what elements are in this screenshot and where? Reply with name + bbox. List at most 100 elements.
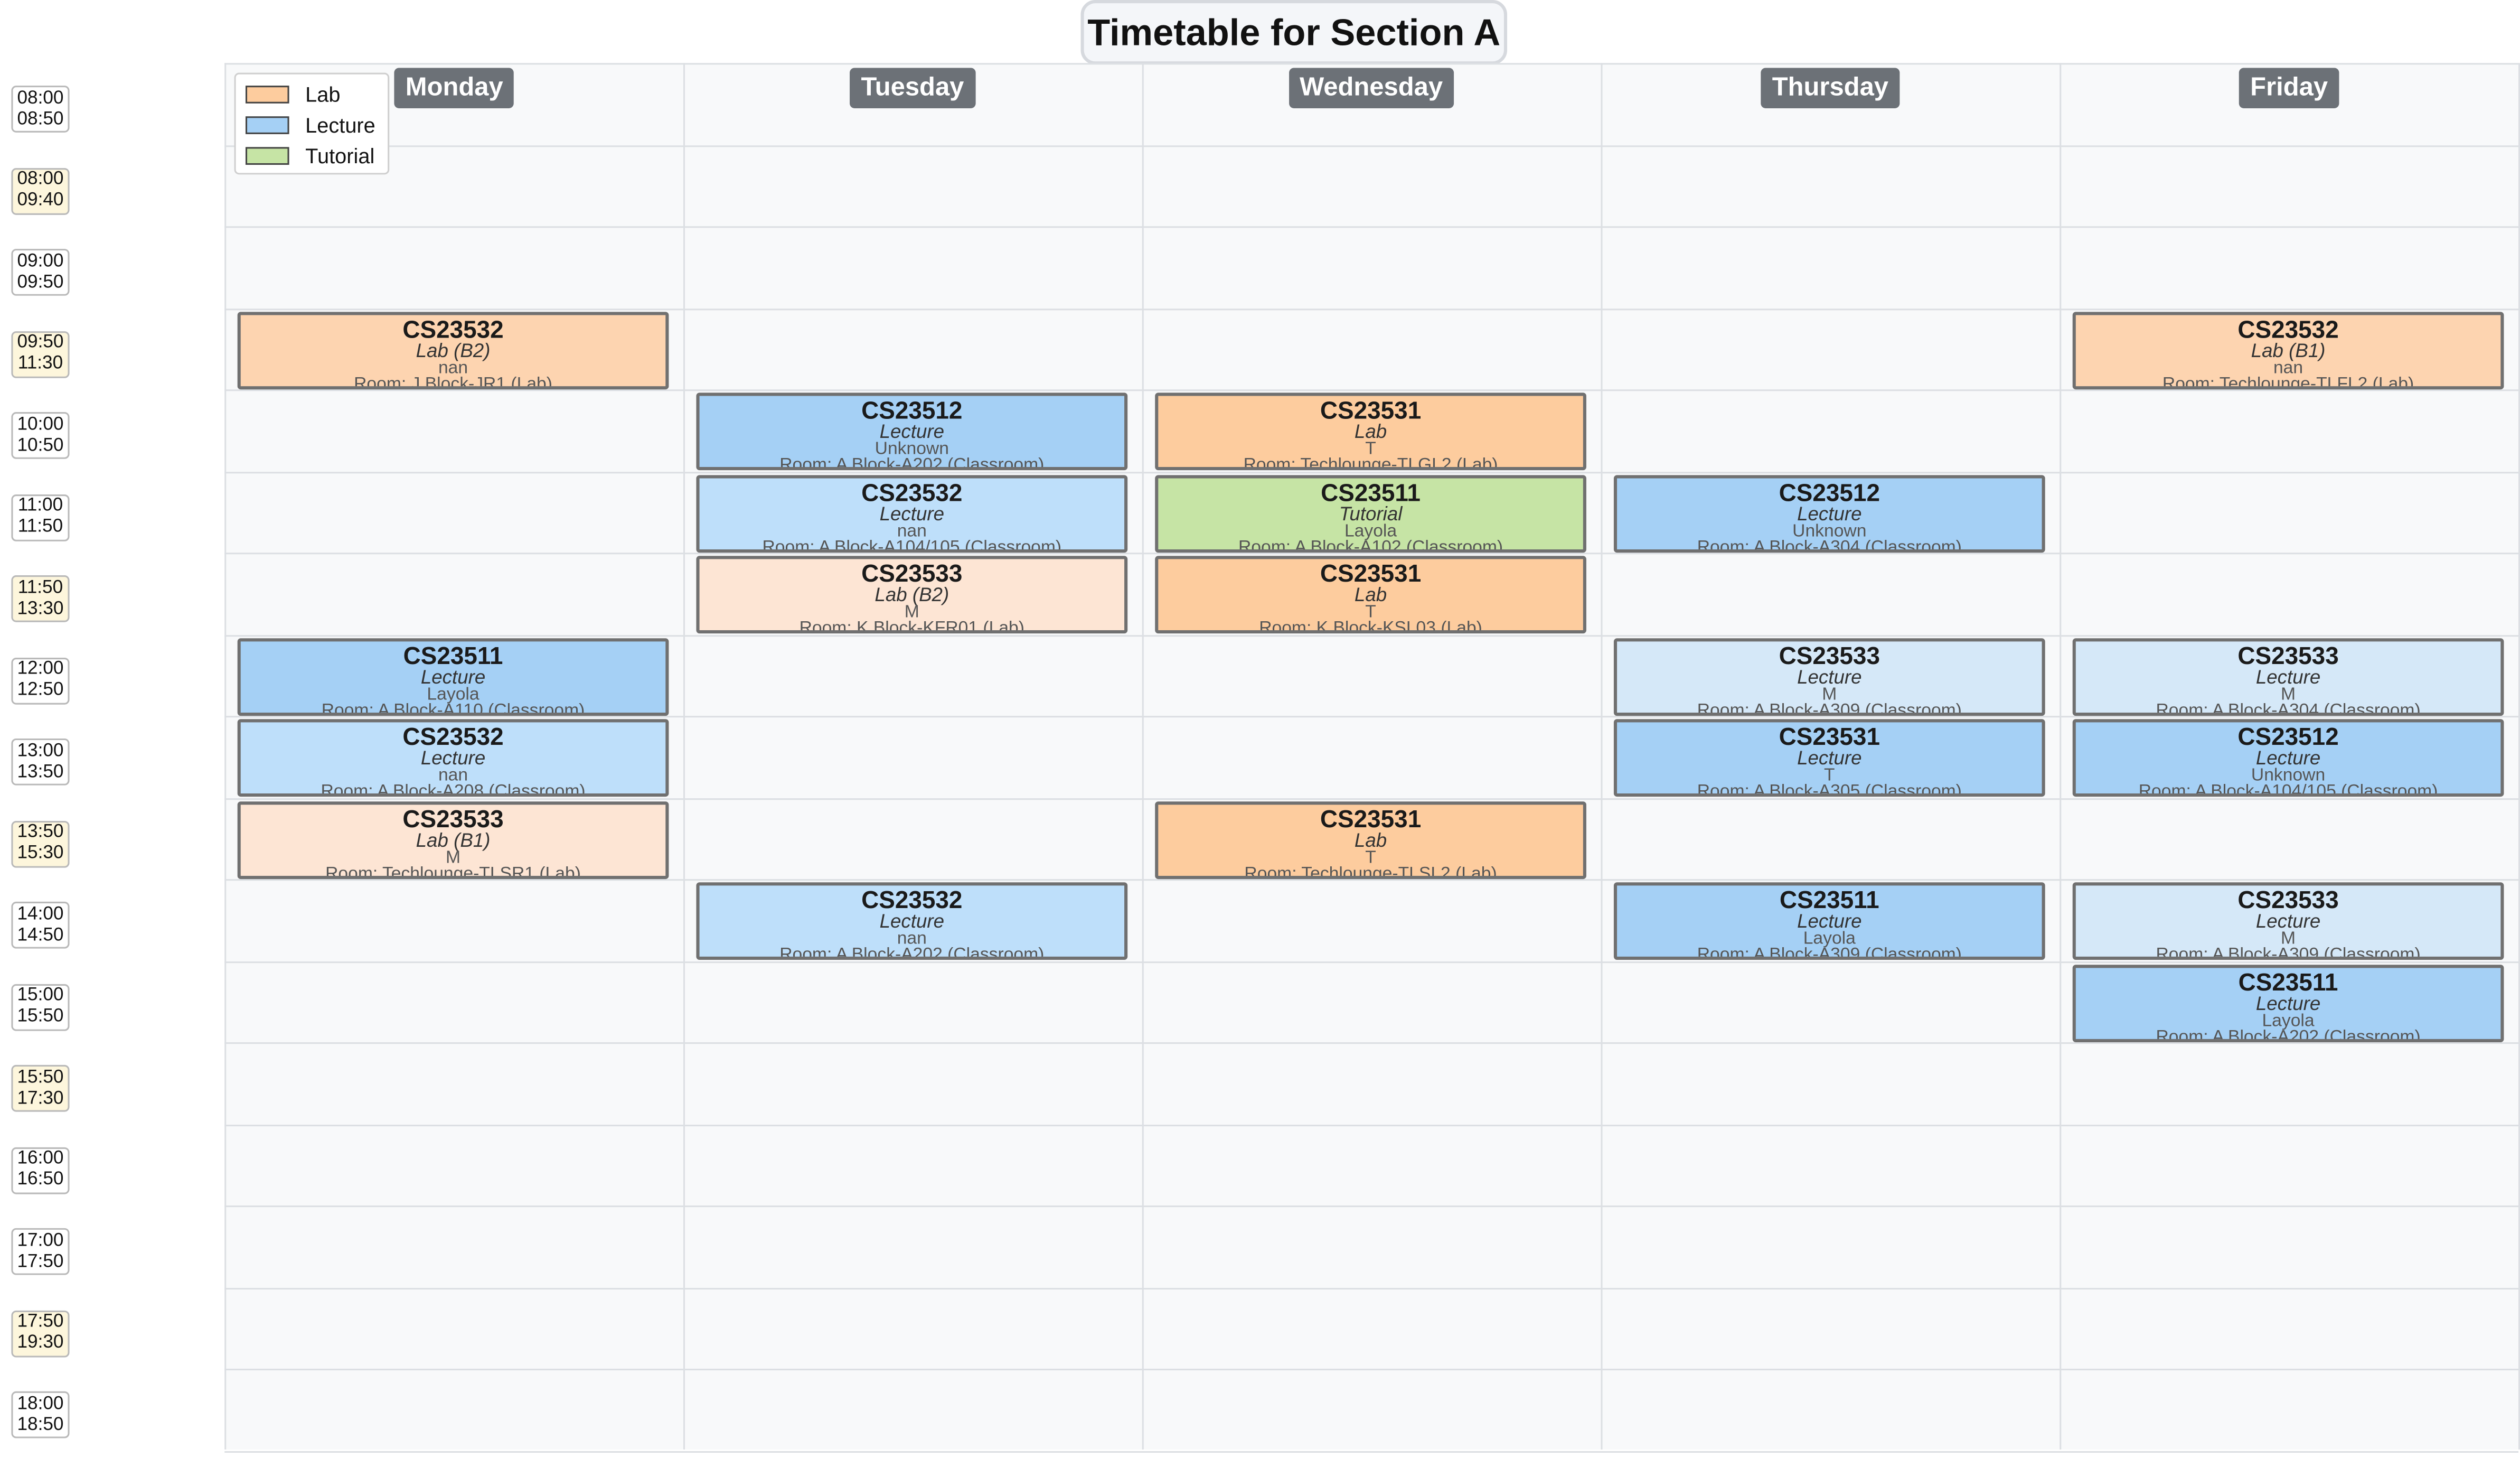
time-slot-start: 14:00 <box>17 904 64 924</box>
session-room: Room: A Block-A305 (Classroom) <box>1697 782 1962 797</box>
time-slot-start: 11:50 <box>17 577 63 597</box>
session-faculty: nan <box>438 358 468 378</box>
time-slot-end: 14:50 <box>17 925 64 945</box>
session-type: Lecture <box>1797 746 1862 770</box>
session-type: Lab <box>1354 828 1387 851</box>
session-code: CS23532 <box>861 887 963 915</box>
grid-row-line <box>224 1042 2518 1044</box>
session-room: Room: A Block-A202 (Classroom) <box>779 455 1045 471</box>
session-type: Lecture <box>879 910 945 933</box>
session-code: CS23531 <box>1779 724 1880 752</box>
time-slot-start: 15:00 <box>17 985 64 1005</box>
session-room: Room: A Block-A304 (Classroom) <box>2156 700 2421 715</box>
time-slot-start: 08:00 <box>17 88 64 108</box>
time-slot-start: 16:00 <box>17 1148 64 1169</box>
session-faculty: nan <box>897 521 927 541</box>
grid-column-line <box>683 63 685 1450</box>
session-room: Room: A Block-A309 (Classroom) <box>1697 945 1962 960</box>
session-faculty: M <box>904 603 919 622</box>
legend-swatch-tutorial <box>245 147 289 165</box>
session-type: Lab <box>1354 583 1387 606</box>
session-code: CS23532 <box>402 724 504 752</box>
time-slot-end: 09:40 <box>17 190 64 210</box>
grid-row-line <box>224 879 2518 881</box>
grid-column-line <box>2518 63 2520 1450</box>
session-code: CS23511 <box>1321 479 1421 507</box>
session-faculty: M <box>445 847 461 867</box>
time-slot-end: 19:30 <box>17 1333 64 1353</box>
grid-row-line <box>224 1368 2518 1371</box>
session-room: Room: A Block-A102 (Classroom) <box>1238 537 1503 552</box>
session-room: Room: A Block-A208 (Classroom) <box>321 782 586 797</box>
time-slot-start: 11:00 <box>17 496 63 516</box>
session-type: Lab (B1) <box>2251 338 2326 361</box>
grid-row-line <box>224 1287 2518 1289</box>
session-type: Lab (B2) <box>875 583 949 606</box>
session-code: CS23511 <box>403 642 503 670</box>
session-faculty: nan <box>438 765 468 786</box>
session-type: Tutorial <box>1339 501 1403 525</box>
session-type: Lecture <box>2255 991 2321 1014</box>
day-header-wednesday: Wednesday <box>1288 68 1454 108</box>
legend-item-lecture: Lecture <box>245 110 378 141</box>
session-code: CS23511 <box>2238 968 2338 996</box>
grid-row-line <box>224 634 2518 636</box>
session-faculty: T <box>1365 603 1376 622</box>
day-header-monday: Monday <box>394 68 515 108</box>
session-code: CS23512 <box>1779 479 1880 507</box>
session-code: CS23533 <box>2237 642 2339 670</box>
session-type: Lecture <box>1797 665 1862 688</box>
session-faculty: T <box>1365 847 1376 867</box>
session-type: Lecture <box>2255 665 2321 688</box>
session-faculty: Unknown <box>1792 521 1867 541</box>
session-type: Lecture <box>2255 910 2321 933</box>
session-type: Lecture <box>2255 746 2321 770</box>
time-slot-end: 13:30 <box>17 599 64 619</box>
grid-row-line <box>224 471 2518 473</box>
legend-item-lab: Lab <box>245 79 378 110</box>
time-slot-end: 12:50 <box>17 680 64 700</box>
time-slot-start: 17:50 <box>17 1312 64 1332</box>
day-header-tuesday: Tuesday <box>850 68 975 108</box>
time-slot-start: 09:50 <box>17 333 64 352</box>
grid-row-line <box>224 797 2518 799</box>
session-type: Lab (B1) <box>416 828 491 851</box>
session-faculty: T <box>1823 765 1835 786</box>
time-slot-start: 18:00 <box>17 1394 64 1414</box>
time-slot-start: 13:50 <box>17 823 64 842</box>
session-room: Room: A Block-A304 (Classroom) <box>1697 537 1962 552</box>
time-slot-end: 15:50 <box>17 1006 64 1026</box>
